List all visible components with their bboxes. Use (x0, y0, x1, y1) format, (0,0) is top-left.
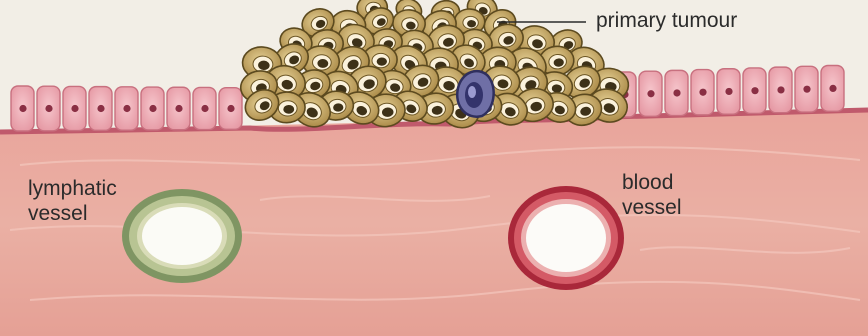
epithelial-cell (167, 87, 190, 129)
epithelial-cell (717, 69, 740, 114)
epithelial-cell (691, 70, 714, 115)
epithelial-cell (795, 66, 818, 112)
blood-vessel-label: blood vessel (622, 170, 682, 220)
lymphatic-vessel (122, 189, 242, 283)
invading-tumour-cell (457, 71, 493, 117)
epithelial-layer-right (613, 66, 844, 118)
epithelial-cell (219, 88, 242, 130)
epithelial-cell (821, 66, 844, 112)
lymphatic-vessel-line-1: lymphatic (28, 176, 117, 201)
epithelial-cell (11, 86, 34, 131)
blood-vessel-line-1: blood (622, 170, 682, 195)
epithelial-cell (89, 87, 112, 131)
primary-tumour-text: primary tumour (596, 8, 737, 33)
epithelial-cell (743, 68, 766, 114)
epithelial-cell (769, 67, 792, 113)
epithelial-cell (193, 87, 216, 129)
epithelial-cell (115, 87, 138, 130)
epithelial-cell (141, 87, 164, 130)
epithelial-cell (665, 70, 688, 115)
epithelial-cell (37, 86, 60, 131)
primary-tumour (238, 0, 632, 133)
epithelial-cell (639, 71, 662, 116)
blood-vessel (508, 186, 624, 290)
primary-tumour-label: primary tumour (596, 8, 737, 33)
epithelial-layer-left (11, 86, 242, 131)
lymphatic-vessel-line-2: vessel (28, 201, 117, 226)
lymphatic-vessel-label: lymphatic vessel (28, 176, 117, 226)
blood-vessel-line-2: vessel (622, 195, 682, 220)
epithelial-cell (63, 86, 86, 130)
